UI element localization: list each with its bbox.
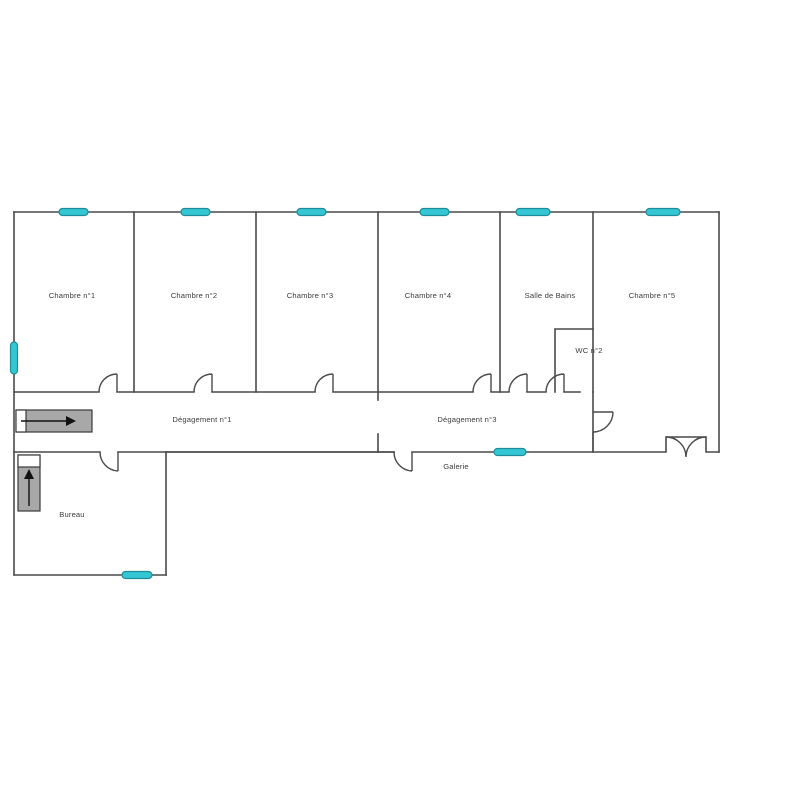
stair-layer xyxy=(15,409,93,512)
door-bureau xyxy=(99,451,119,472)
room-label-chambre-2: Chambre n°2 xyxy=(171,291,217,300)
stair-bureau xyxy=(17,454,41,512)
window-top-chambre-2 xyxy=(180,207,211,217)
window-bureau-south xyxy=(121,570,153,580)
room-label-layer: Chambre n°1 Chambre n°2 Chambre n°3 Cham… xyxy=(49,291,675,519)
door-chambre-5 xyxy=(592,411,614,452)
room-label-bureau: Bureau xyxy=(59,510,84,519)
room-label-wc-2: WC n°2 xyxy=(575,346,602,355)
room-label-chambre-5: Chambre n°5 xyxy=(629,291,675,300)
window-galerie xyxy=(493,447,527,457)
door-double-chambre-5-south xyxy=(665,436,707,458)
door-chambre-2 xyxy=(193,373,213,393)
room-label-chambre-1: Chambre n°1 xyxy=(49,291,95,300)
room-label-chambre-4: Chambre n°4 xyxy=(405,291,451,300)
wall-layer xyxy=(13,211,720,576)
stair-arrow-head-vertical xyxy=(24,469,34,479)
room-label-degagement-1: Dégagement n°1 xyxy=(172,415,231,424)
window-left-chambre-1 xyxy=(9,341,19,375)
door-galerie xyxy=(393,451,413,472)
window-top-salle-de-bains xyxy=(515,207,551,217)
room-label-salle-de-bains: Salle de Bains xyxy=(525,291,576,300)
window-layer xyxy=(9,207,681,580)
door-layer xyxy=(98,373,707,472)
door-wc-2 xyxy=(545,373,565,393)
room-label-galerie: Galerie xyxy=(443,462,469,471)
room-label-chambre-3: Chambre n°3 xyxy=(287,291,333,300)
door-chambre-4 xyxy=(472,373,492,393)
wall-wc2-enclosure xyxy=(554,328,594,393)
window-top-chambre-1 xyxy=(58,207,89,217)
wall-corridor-south xyxy=(13,436,720,453)
window-top-chambre-3 xyxy=(296,207,327,217)
stair-degagement-1 xyxy=(15,409,93,433)
window-top-chambre-4 xyxy=(419,207,450,217)
door-chambre-3 xyxy=(314,373,334,393)
door-salle-de-bains xyxy=(508,373,528,393)
window-top-chambre-5 xyxy=(645,207,681,217)
stair-landing-vertical xyxy=(17,454,41,468)
room-label-degagement-3: Dégagement n°3 xyxy=(437,415,496,424)
stair-arrow-head-horizontal xyxy=(66,416,76,426)
door-chambre-1 xyxy=(98,373,118,393)
